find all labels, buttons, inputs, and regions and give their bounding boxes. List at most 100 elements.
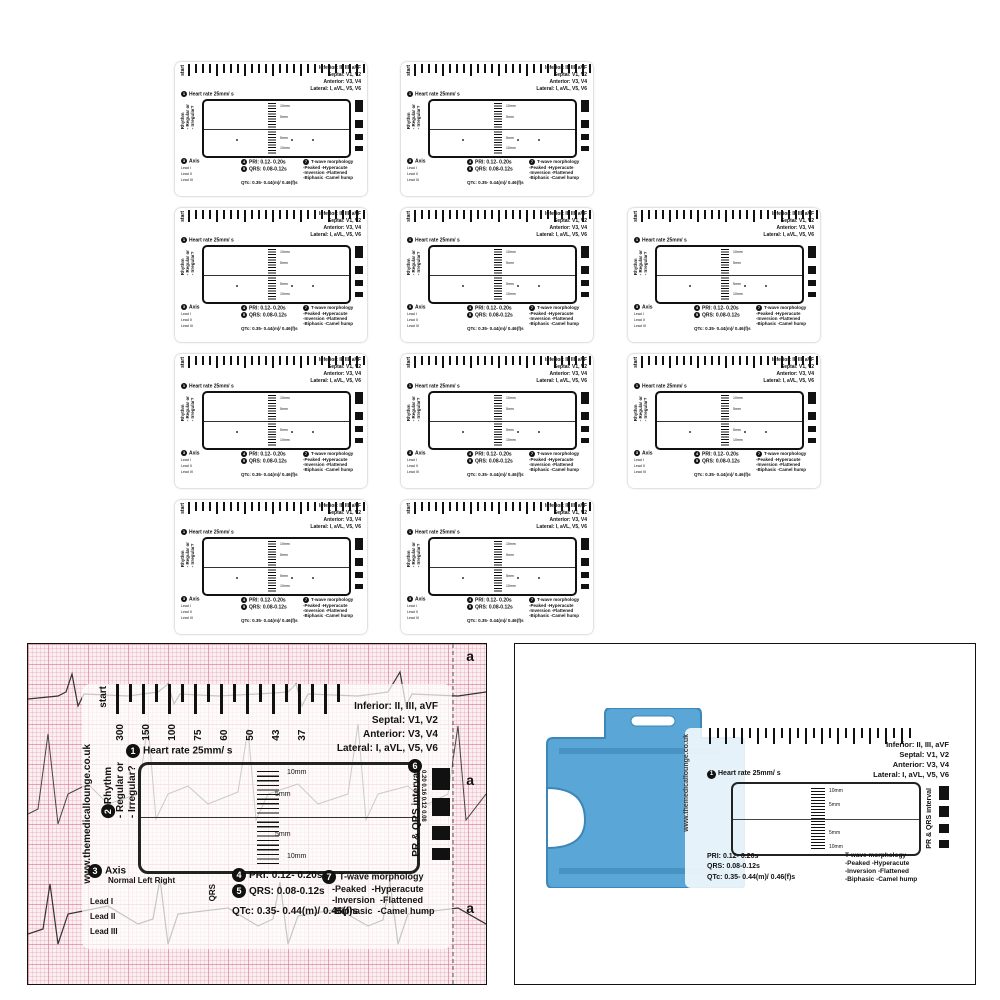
mm-top: 10mm: [280, 104, 290, 108]
mm-ruler: [494, 103, 502, 154]
rhythm-q2: - Irregular?: [127, 765, 139, 819]
tick-mark: [526, 64, 528, 76]
mm-mid-2: 5mm: [829, 830, 841, 836]
axis-row: Lead III: [634, 324, 646, 328]
tick-mark: [526, 210, 528, 222]
measurement-window: 10mm 5mm 5mm 10mm: [202, 537, 351, 596]
interval-stats: PRI: 0.12- 0.20s QRS: 0.08-0.12s: [707, 852, 760, 872]
tw-title: T-wave morphology: [537, 159, 580, 165]
lead-group-septal: Septal: V1, V2: [780, 218, 814, 224]
tick-mark: [244, 210, 246, 222]
mm-ruler: [268, 541, 276, 592]
mm-mid-1: 5mm: [506, 261, 514, 265]
tick-mark: [244, 502, 246, 514]
tick-mark: [484, 502, 486, 511]
pr-qrs-interval-scale: [804, 392, 816, 448]
axis-row: Lead I: [181, 458, 191, 462]
tick-mark: [335, 64, 337, 73]
tw-item: -Hyperacute: [547, 311, 574, 316]
tick-mark: [233, 684, 236, 702]
tick-mark: [669, 210, 671, 222]
tick-mark: [717, 728, 719, 738]
tick-mark: [669, 356, 671, 368]
baseline-line: [204, 274, 349, 276]
step-number: 4: [241, 597, 247, 603]
tick-mark: [845, 728, 847, 738]
step-number: 4: [467, 305, 473, 311]
step-number: 7: [529, 597, 535, 603]
tick-mark: [259, 684, 262, 702]
tick-mark: [554, 210, 556, 222]
interval-block: [581, 558, 589, 566]
interval-block: [355, 134, 363, 140]
tw-item: -Camel hump: [777, 321, 807, 326]
interval-block: [355, 538, 363, 550]
tick-mark: [781, 210, 783, 222]
axis-row: Lead II: [407, 172, 418, 176]
axis-row: Lead III: [407, 470, 419, 474]
lead-group-lateral: Lateral: I, aVL, V5, V6: [536, 378, 587, 384]
rhythm-label: Rhythm - Regular or - Irregular?: [406, 396, 421, 421]
baseline-line: [430, 274, 575, 276]
interval-block: [355, 572, 363, 578]
lead-group-inferior: Inferior: II, III, aVF: [319, 357, 361, 363]
tick-mark: [491, 210, 493, 219]
pr-value: 0.08: [420, 810, 426, 822]
lead-group-lateral: Lateral: I, aVL, V5, V6: [336, 743, 438, 754]
marker-dot: [538, 139, 540, 141]
interval-block: [581, 572, 589, 578]
pri-text: PRI: 0.12- 0.20s: [702, 451, 739, 458]
tick-mark: [414, 64, 416, 76]
marker-dot: [689, 285, 691, 287]
tick-mark: [589, 502, 591, 511]
mm-top: 10mm: [733, 250, 743, 254]
marker-dot: [765, 431, 767, 433]
tick-mark: [463, 356, 465, 365]
axis-row: Lead II: [181, 318, 192, 322]
qtc-text: QTc: 0.35- 0.44(m)/ 0.46(f)s: [232, 906, 358, 917]
axis-row: Lead II: [181, 172, 192, 176]
tw-item: -Inversion: [845, 868, 877, 875]
tick-mark: [718, 210, 720, 219]
tick-mark: [356, 356, 358, 368]
tick-mark: [733, 728, 735, 738]
interval-block: [581, 266, 589, 274]
rhythm-q2: - Irregular?: [416, 543, 421, 568]
lead-group-septal: Septal: V1, V2: [327, 218, 361, 224]
tick-mark: [526, 502, 528, 514]
tick-mark: [463, 502, 465, 511]
tw-item: -Inversion: [756, 316, 778, 321]
baseline-line: [430, 128, 575, 130]
axis-row: Lead I: [634, 312, 644, 316]
rhythm-title: Rhythm: [103, 766, 115, 805]
tw-title: T-wave morphology: [311, 451, 354, 457]
axis-row: Lead III: [407, 324, 419, 328]
tick-mark: [195, 356, 197, 365]
tick-mark: [307, 64, 309, 73]
mm-bottom: 10mm: [280, 292, 290, 296]
tick-mark: [795, 356, 797, 365]
interval-block: [355, 120, 363, 128]
step-number: 4: [467, 451, 473, 457]
marker-dot: [236, 285, 238, 287]
tick-mark: [328, 64, 330, 76]
measurement-window: 10mm 5mm 5mm 10mm: [655, 245, 804, 304]
step-number: 7: [303, 597, 309, 603]
interval-block: [808, 392, 816, 404]
tick-mark: [428, 356, 430, 365]
lead-group-septal: Septal: V1, V2: [553, 364, 587, 370]
step-number: 5: [467, 604, 473, 611]
tick-mark: [279, 64, 281, 73]
lead-group-anterior: Anterior: V3, V4: [892, 760, 949, 769]
step-number: 1: [126, 744, 140, 758]
mm-mid-1: 5mm: [280, 553, 288, 557]
rhythm-label: Rhythm - Regular or - Irregular?: [180, 250, 195, 275]
